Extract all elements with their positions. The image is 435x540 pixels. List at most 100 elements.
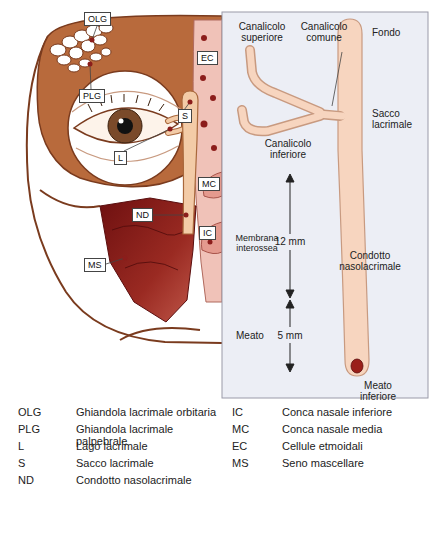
eye-surface <box>74 108 178 143</box>
part-label: Sacco lacrimale <box>372 108 424 130</box>
canaliculus-outline <box>250 50 320 112</box>
nasolacrimal-duct <box>338 19 369 376</box>
legend-abbreviation: EC <box>232 440 282 452</box>
ethmoid-cells <box>211 145 217 151</box>
pointer-line <box>332 52 342 106</box>
part-label: Canalicolo comune <box>296 21 352 43</box>
eyelashes <box>148 98 151 106</box>
part-label: Canalicolo superiore <box>230 21 294 43</box>
dimension-arrow <box>286 364 294 372</box>
eye-highlight <box>119 119 124 124</box>
ethmoid-cells <box>201 35 207 41</box>
lacrimal-gland <box>50 23 113 72</box>
legend-description: Cellule etmoidali <box>282 440 432 452</box>
sinus-veins <box>112 225 188 270</box>
abbreviation-text: L <box>118 153 123 163</box>
eyelashes <box>111 95 112 103</box>
legend-abbreviation: MC <box>232 423 282 435</box>
leader-dot <box>188 100 193 105</box>
leader-dot <box>88 38 213 261</box>
head-outline <box>120 328 200 340</box>
legend-abbreviation: S <box>18 457 68 469</box>
lacrimal-gland <box>101 48 111 56</box>
abbreviation-text: ND <box>136 210 149 220</box>
lacrimal-gland <box>93 35 107 45</box>
abbreviation-box: ND <box>132 208 153 222</box>
detail-panel <box>222 12 428 398</box>
part-label: Canalicolo inferiore <box>255 138 321 160</box>
legend-description: Lago lacrimale <box>76 440 226 452</box>
pupil <box>117 118 133 134</box>
leader-dot <box>88 62 93 67</box>
legend-description: Sacco lacrimale <box>76 457 226 469</box>
iris <box>108 109 142 143</box>
canaliculus-fill <box>250 50 320 112</box>
ethmoid-cells <box>210 95 216 101</box>
abbreviation-box: OLG <box>84 12 111 26</box>
abbreviation-box: IC <box>199 226 216 240</box>
sinus-veins <box>125 262 178 270</box>
dimension-label: 5 mm <box>272 330 308 341</box>
legend-abbreviation: OLG <box>18 406 68 418</box>
abbreviation-text: MS <box>88 260 102 270</box>
legend-abbreviation: IC <box>232 406 282 418</box>
dimension-arrow <box>286 290 294 298</box>
part-label: Condotto nasolacrimale <box>337 250 403 272</box>
part-label: Meato <box>236 330 276 341</box>
lacrimal-gland <box>90 53 102 61</box>
maxillary-sinus <box>100 198 196 322</box>
legend-abbreviation: ND <box>18 474 68 486</box>
lacrimal-gland <box>69 47 83 59</box>
dimension-arrow <box>286 174 294 372</box>
leader-line <box>152 215 186 216</box>
abbreviation-box: EC <box>197 51 218 65</box>
part-label: Fondo <box>372 27 412 38</box>
leader-line <box>124 129 170 151</box>
eyelashes <box>88 104 92 112</box>
legend-description: Ghiandola lacrimale orbitaria <box>76 406 226 418</box>
sinus-veins <box>112 225 188 235</box>
lacrimal-gland <box>68 64 80 72</box>
legend-description: Seno mascellare <box>282 457 432 469</box>
dimension-arrow <box>290 178 291 234</box>
inferior-meatus-opening <box>351 359 363 373</box>
leader-dot <box>90 38 95 43</box>
leader-dot <box>208 240 213 245</box>
abbreviation-box: S <box>178 109 192 123</box>
nasal-cavity <box>193 20 222 302</box>
dimension-arrow <box>286 174 294 182</box>
eyelashes <box>136 95 138 103</box>
legend-description: Conca nasale inferiore <box>282 406 432 418</box>
abbreviation-text: OLG <box>88 14 107 24</box>
eyelashes <box>124 94 125 102</box>
part-label: Meato inferiore <box>348 380 408 402</box>
dimension-arrow <box>286 300 294 308</box>
legend-description: Condotto nasolacrimale <box>76 474 226 486</box>
leader-dot <box>123 256 128 261</box>
head-outline <box>40 190 100 207</box>
canaliculus-fill <box>242 50 342 131</box>
ethmoid-cells <box>200 75 206 81</box>
lacrimal-gland <box>57 55 71 65</box>
abbreviation-text: MC <box>202 179 216 189</box>
leader-dot <box>168 127 173 132</box>
ethmoid-cells <box>201 121 208 128</box>
legend-abbreviation: MS <box>232 457 282 469</box>
leader-line <box>90 26 214 264</box>
legend-abbreviation: L <box>18 440 68 452</box>
leader-line <box>106 258 125 264</box>
eyelashes <box>159 104 164 111</box>
abbreviation-box: MC <box>198 177 220 191</box>
abbreviation-text: EC <box>201 53 214 63</box>
legend-description: Conca nasale media <box>282 423 432 435</box>
canaliculus-outline <box>242 110 320 131</box>
dimension-label: 12 mm <box>272 236 308 247</box>
canaliculus-outline <box>242 50 340 131</box>
leader-line <box>90 64 91 89</box>
dimension-arrow <box>290 250 291 294</box>
legend-abbreviation: PLG <box>18 423 68 435</box>
canaliculus-fill <box>318 114 342 116</box>
leader-dot <box>184 213 189 218</box>
abbreviation-box: PLG <box>79 89 105 103</box>
